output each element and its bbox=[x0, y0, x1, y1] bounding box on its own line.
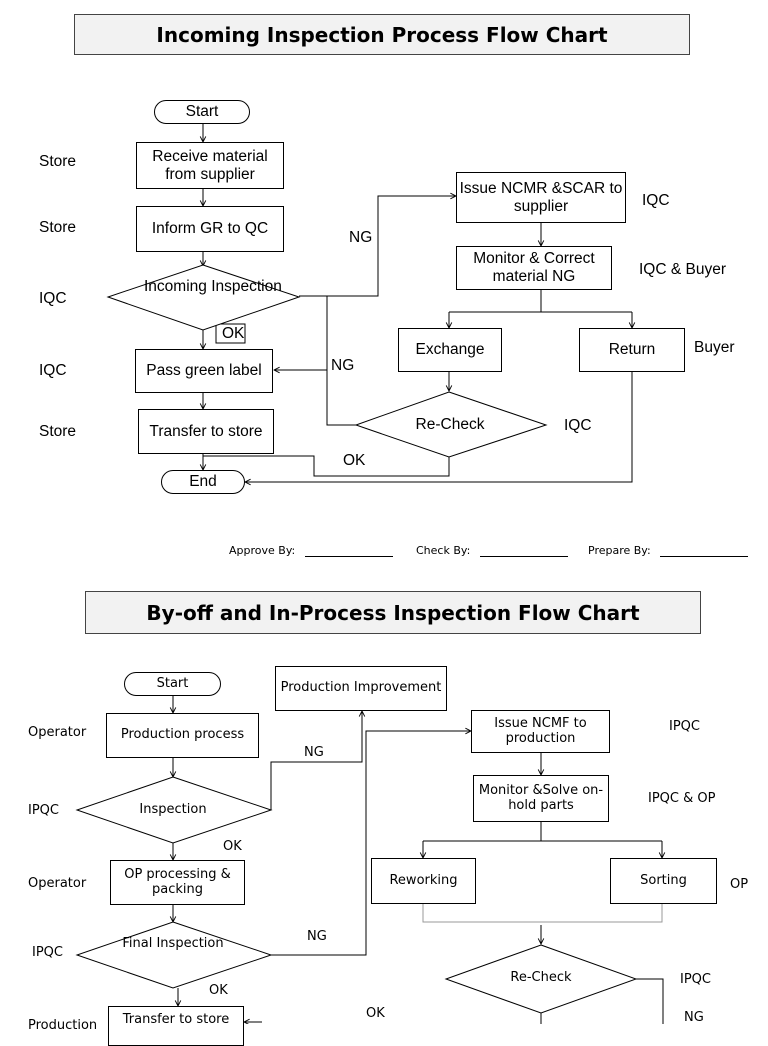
edge2-label-ng-3: NG bbox=[684, 1010, 704, 1025]
production-improvement-box: Production Improvement bbox=[275, 666, 447, 711]
issue-ncmf-box: Issue NCMF to production bbox=[471, 710, 610, 753]
issue-ncmr-box: Issue NCMR &SCAR to supplier bbox=[456, 172, 626, 223]
op-processing-box: OP processing & packing bbox=[110, 860, 245, 905]
role-iqc-1: IQC bbox=[39, 290, 67, 307]
start-terminal: Start bbox=[154, 100, 250, 124]
edge2-final-issue bbox=[271, 731, 471, 956]
exchange-box: Exchange bbox=[398, 328, 502, 372]
edge-label-ok-2: OK bbox=[343, 452, 366, 469]
role-store-3: Store bbox=[39, 423, 77, 440]
edge2-inspection-improvement bbox=[270, 711, 362, 810]
edge2-label-ok-2: OK bbox=[209, 983, 228, 998]
recheck-diamond bbox=[354, 391, 548, 458]
edge-label-ng-1: NG bbox=[349, 229, 373, 246]
role-ipqc-1: IPQC bbox=[28, 803, 59, 818]
prepare-by: Prepare By: bbox=[588, 544, 749, 557]
check-label: Check By: bbox=[416, 544, 471, 557]
start-terminal-2: Start bbox=[124, 672, 221, 696]
role-ipqc-op: IPQC & OP bbox=[648, 791, 716, 806]
edge-recheck-ng-pass bbox=[326, 296, 356, 426]
sorting-box: Sorting bbox=[610, 858, 717, 904]
edge2-label-ng-1: NG bbox=[304, 745, 324, 760]
role-iqc-issue: IQC bbox=[642, 192, 670, 209]
inspection-label-2: Inspection bbox=[139, 802, 207, 817]
edge2-recheck-ng bbox=[636, 978, 664, 1024]
role-operator-2: Operator bbox=[28, 876, 87, 891]
chart2-title: By-off and In-Process Inspection Flow Ch… bbox=[85, 591, 701, 634]
incoming-inspection-diamond bbox=[106, 264, 301, 331]
monitor-solve-box: Monitor &Solve on-hold parts bbox=[473, 775, 609, 822]
edge2-merge-bar bbox=[422, 904, 663, 923]
edge-label-ok-1: OK bbox=[222, 325, 245, 342]
approve-by: Approve By: bbox=[229, 544, 393, 557]
edge-recheck-ok bbox=[203, 455, 450, 477]
recheck-label: Re-Check bbox=[415, 416, 485, 433]
role-buyer: Buyer bbox=[694, 339, 735, 356]
role-ipqc-recheck: IPQC bbox=[680, 972, 711, 987]
role-operator-1: Operator bbox=[28, 725, 87, 740]
edge-return-end bbox=[245, 372, 633, 482]
recheck-label-2: Re-Check bbox=[510, 970, 572, 985]
check-blank bbox=[479, 556, 568, 557]
role-store-1: Store bbox=[39, 153, 77, 170]
inform-gr-box: Inform GR to QC bbox=[136, 206, 284, 252]
recheck-diamond-2 bbox=[444, 944, 638, 1014]
approve-blank bbox=[304, 556, 393, 557]
check-by: Check By: bbox=[416, 544, 568, 557]
flowchart-page: Incoming Inspection Process Flow Chart S… bbox=[28, 14, 768, 1046]
role-ipqc-issue: IPQC bbox=[669, 719, 700, 734]
role-op: OP bbox=[730, 877, 749, 892]
inspection-diamond-2 bbox=[75, 776, 273, 844]
chart1-title: Incoming Inspection Process Flow Chart bbox=[74, 14, 690, 55]
role-iqc-recheck: IQC bbox=[564, 417, 592, 434]
edge2-label-ok-1: OK bbox=[223, 839, 242, 854]
role-iqc-buyer: IQC & Buyer bbox=[639, 261, 726, 278]
transfer-to-store-box: Transfer to store bbox=[138, 409, 274, 454]
ok-marker-box bbox=[215, 323, 246, 344]
prepare-label: Prepare By: bbox=[588, 544, 651, 557]
pass-green-label-box: Pass green label bbox=[135, 349, 273, 393]
final-inspection-label: Final Inspection bbox=[122, 936, 224, 951]
incoming-inspection-label: Incoming Inspection bbox=[144, 278, 282, 295]
edge-label-ng-2: NG bbox=[331, 357, 355, 374]
edge-incoming-issue bbox=[299, 196, 456, 297]
edge2-label-ok-3: OK bbox=[366, 1006, 385, 1021]
prepare-blank bbox=[660, 556, 749, 557]
approve-label: Approve By: bbox=[229, 544, 296, 557]
role-store-2: Store bbox=[39, 219, 77, 236]
connector-lines bbox=[75, 124, 768, 1024]
role-ipqc-2: IPQC bbox=[32, 945, 63, 960]
reworking-box: Reworking bbox=[371, 858, 476, 904]
transfer-to-store-box-2: Transfer to store bbox=[108, 1006, 244, 1046]
end-terminal: End bbox=[161, 470, 245, 494]
production-process-box: Production process bbox=[106, 713, 259, 758]
role-iqc-2: IQC bbox=[39, 362, 67, 379]
receive-material-box: Receive material from supplier bbox=[136, 142, 284, 189]
edge2-label-ng-2: NG bbox=[307, 929, 327, 944]
final-inspection-diamond bbox=[75, 921, 273, 989]
monitor-correct-box: Monitor & Correct material NG bbox=[456, 246, 612, 290]
role-production: Production bbox=[28, 1018, 98, 1033]
return-box: Return bbox=[579, 328, 685, 372]
